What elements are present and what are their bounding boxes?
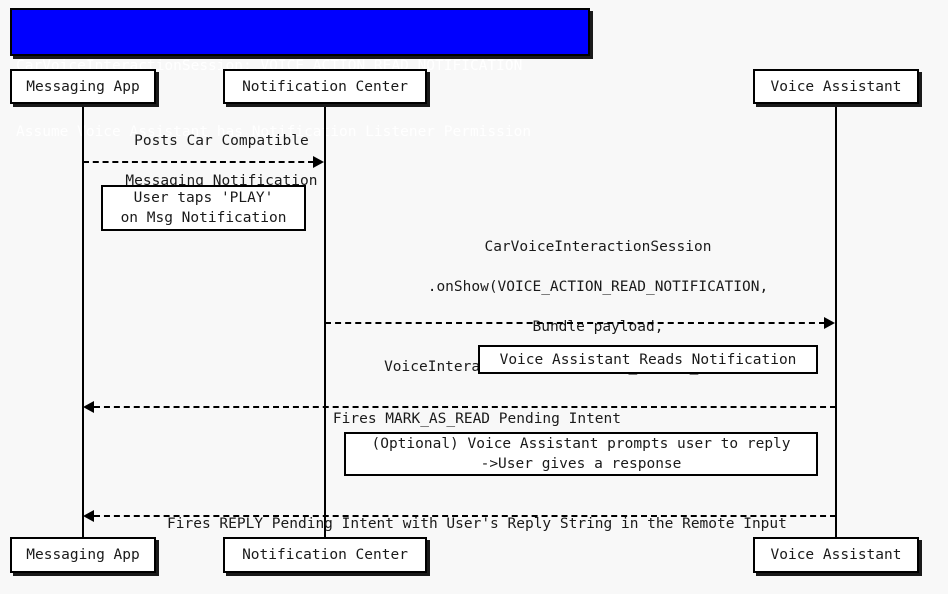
message-label-mark-as-read: Fires MARK_AS_READ Pending Intent [83, 389, 836, 449]
participant-label: Messaging App [26, 78, 140, 95]
note-line-1: (Optional) Voice Assistant prompts user … [371, 436, 791, 452]
participant-bottom-voice-assistant[interactable]: Voice Assistant [753, 537, 919, 573]
participant-label: Notification Center [242, 547, 408, 563]
note-line-1: Voice Assistant Reads Notification [499, 351, 797, 368]
lifeline-voice-assistant [835, 104, 837, 539]
message-label-line-1: Fires REPLY Pending Intent with User's R… [167, 516, 787, 532]
note-line-2: ->User gives a response [480, 456, 682, 472]
message-arrow-mark-as-read [94, 406, 836, 408]
participant-top-notification-center[interactable]: Notification Center [223, 69, 427, 104]
note-optional-prompt: (Optional) Voice Assistant prompts user … [344, 432, 818, 476]
note-line-2: on Msg Notification [120, 210, 287, 226]
message-label-line-1: CarVoiceInteractionSession [484, 239, 712, 255]
note-assistant-reads: Voice Assistant Reads Notification [478, 345, 818, 374]
message-label-line-2: .onShow(VOICE_ACTION_READ_NOTIFICATION, [427, 279, 769, 295]
lifeline-notification-center [324, 104, 326, 539]
message-arrow-on-show [325, 322, 825, 324]
participant-label: Notification Center [242, 78, 408, 95]
lifeline-messaging-app [82, 104, 84, 539]
participant-label: Voice Assistant [770, 547, 902, 563]
note-user-taps-play: User taps 'PLAY' on Msg Notification [101, 185, 306, 231]
message-arrow-post-notification [83, 161, 314, 163]
message-arrow-reply-intent [94, 515, 836, 517]
participant-top-messaging-app[interactable]: Messaging App [10, 69, 156, 104]
arrowhead-on-show [824, 317, 835, 329]
participant-top-voice-assistant[interactable]: Voice Assistant [753, 69, 919, 104]
diagram-title-box: CarVoiceInteractionSession: VOICE_ACTION… [10, 8, 590, 140]
participant-bottom-notification-center[interactable]: Notification Center [223, 537, 427, 573]
note-line-1: User taps 'PLAY' [133, 190, 274, 206]
participant-label: Voice Assistant [770, 78, 902, 95]
message-label-line-1: Posts Car Compatible [134, 133, 309, 149]
message-label-line-1: Fires MARK_AS_READ Pending Intent [332, 411, 621, 427]
arrowhead-post-notification [313, 156, 324, 168]
participant-label: Messaging App [26, 547, 140, 563]
message-label-reply-intent: Fires REPLY Pending Intent with User's R… [83, 494, 836, 554]
arrowhead-mark-as-read [83, 401, 94, 413]
arrowhead-reply-intent [83, 510, 94, 522]
diagram-title-line-2: Assume Voice Assistant has Notification … [16, 124, 532, 140]
participant-bottom-messaging-app[interactable]: Messaging App [10, 537, 156, 573]
